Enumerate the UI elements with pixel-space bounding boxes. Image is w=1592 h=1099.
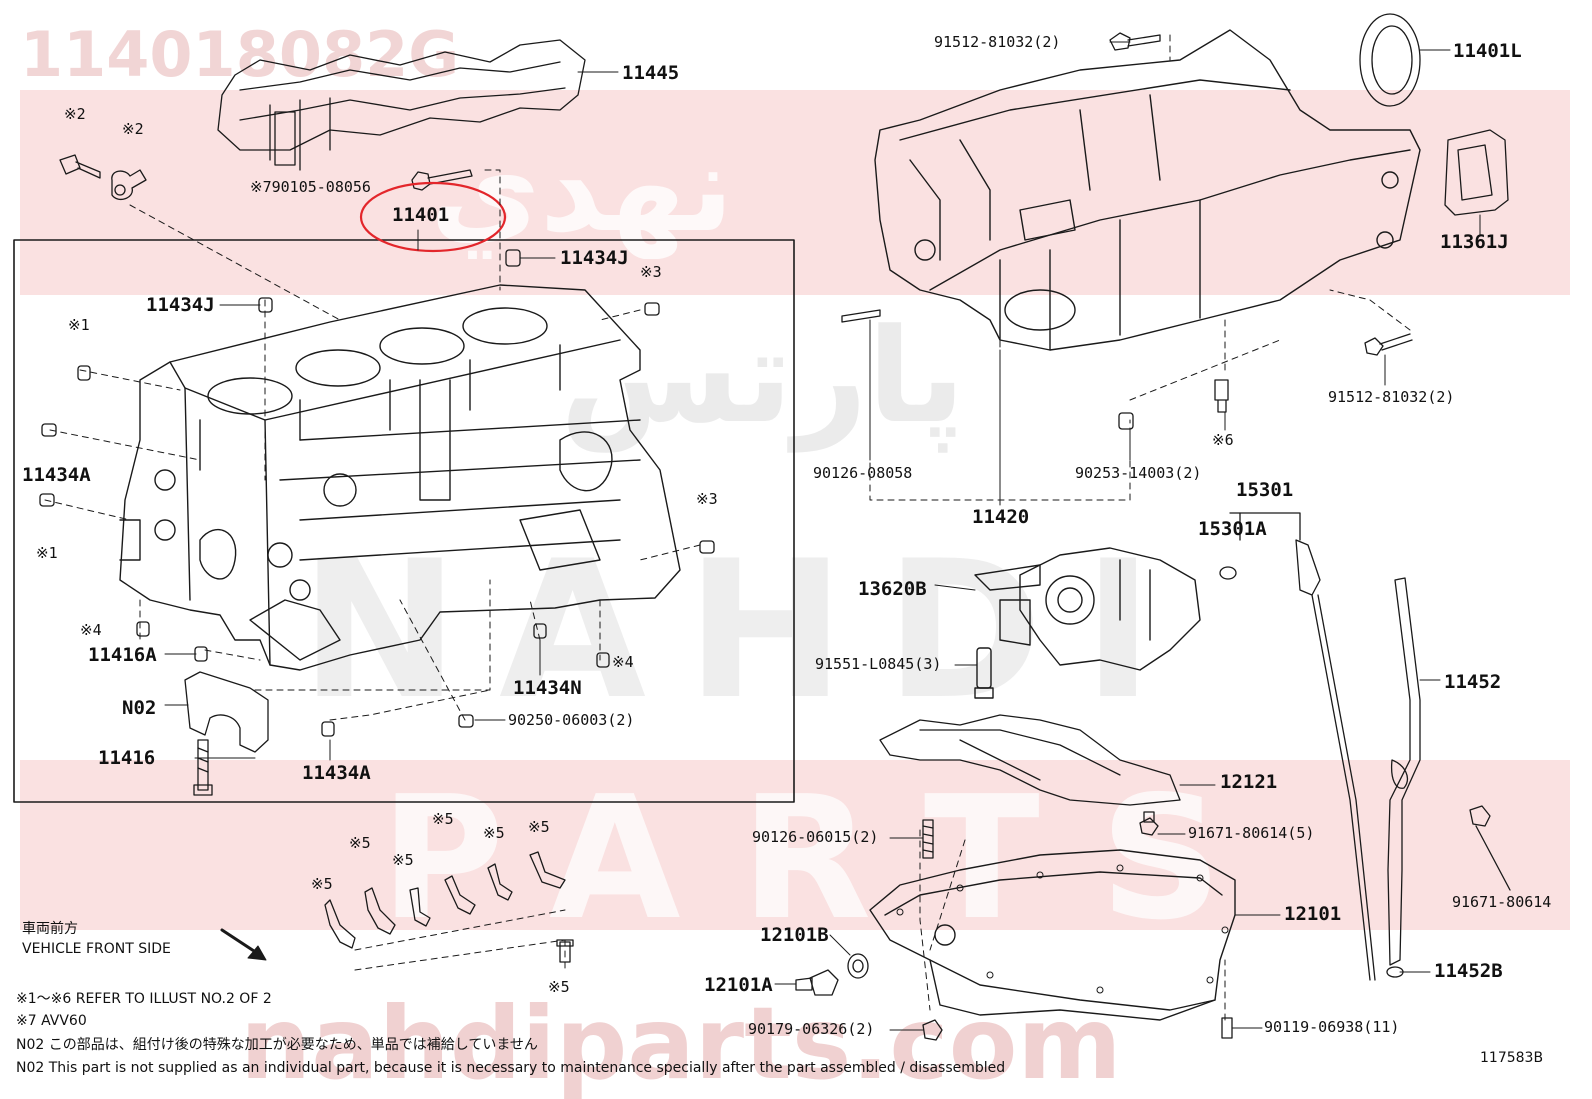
insulator-11445-drawing bbox=[217, 39, 586, 171]
label-11452b[interactable]: 11452B bbox=[1434, 960, 1503, 982]
label-15301a[interactable]: 15301A bbox=[1198, 518, 1267, 540]
baffle-plate-drawing bbox=[879, 714, 1181, 806]
bolt-91671-b-drawing bbox=[1469, 805, 1511, 891]
label-11434j-right[interactable]: 11434J bbox=[560, 247, 629, 269]
label-91512-top[interactable]: 91512-81032(2) bbox=[934, 33, 1061, 51]
label-90126-08058[interactable]: 90126-08058 bbox=[813, 464, 913, 482]
watermark-latin-line1: NAHDI bbox=[300, 520, 1194, 741]
drain-plug-drawing bbox=[795, 953, 869, 996]
label-90179[interactable]: 90179-06326(2) bbox=[748, 1020, 875, 1038]
label-90126-06015[interactable]: 90126-06015(2) bbox=[752, 828, 879, 846]
label-15301[interactable]: 15301 bbox=[1236, 479, 1294, 501]
mark-5-b: ※5 bbox=[349, 834, 371, 852]
stud-90126-06015-drawing bbox=[922, 819, 934, 859]
bottom-bolts-drawing bbox=[556, 939, 1233, 1041]
note-refer: ※1～※6 REFER TO ILLUST NO.2 OF 2 bbox=[16, 991, 272, 1007]
label-13620b[interactable]: 13620B bbox=[858, 578, 927, 600]
bolts-upper-pan-drawing bbox=[841, 32, 1413, 430]
label-790105[interactable]: ※790105-08056 bbox=[250, 178, 371, 196]
watermark-part-number: 114018082G bbox=[20, 18, 460, 91]
highlight-circle-11401 bbox=[359, 181, 507, 253]
mark-5-g: ※5 bbox=[548, 978, 570, 996]
label-11445[interactable]: 11445 bbox=[622, 62, 680, 84]
label-11416[interactable]: 11416 bbox=[98, 747, 156, 769]
mark-5-a: ※5 bbox=[311, 875, 333, 893]
label-91671-80614[interactable]: 91671-80614 bbox=[1452, 893, 1552, 911]
front-arrow-drawing bbox=[220, 928, 267, 961]
dipstick-guide-drawing bbox=[1386, 577, 1421, 978]
label-11361j[interactable]: 11361J bbox=[1440, 231, 1509, 253]
watermark-latin-line2: PARTS bbox=[380, 760, 1283, 958]
note-avv60: ※7 AVV60 bbox=[16, 1013, 87, 1029]
bolt-91671-a-drawing bbox=[1139, 811, 1159, 836]
mark-5-c: ※5 bbox=[392, 851, 414, 869]
bolt-top-left-drawing bbox=[59, 154, 147, 201]
oil-jet-nozzles-drawing bbox=[324, 851, 566, 949]
mark-2-left: ※2 bbox=[64, 105, 86, 123]
bearing-cap-drawing bbox=[184, 671, 269, 796]
label-n02[interactable]: N02 bbox=[122, 697, 157, 719]
front-side-ja: 車両前方 bbox=[22, 921, 78, 937]
watermark-arabic-line1: نهدي bbox=[430, 120, 734, 259]
label-12101a[interactable]: 12101A bbox=[704, 974, 773, 996]
oil-pan-lower-drawing bbox=[869, 849, 1236, 1021]
label-11420[interactable]: 11420 bbox=[972, 506, 1030, 528]
mark-5-e: ※5 bbox=[483, 824, 505, 842]
label-90119[interactable]: 90119-06938(11) bbox=[1264, 1018, 1400, 1036]
dipstick-drawing bbox=[1219, 512, 1376, 981]
gasket-11361j-drawing bbox=[1444, 129, 1509, 216]
label-90253[interactable]: 90253-14003(2) bbox=[1075, 464, 1202, 482]
mark-4-right: ※4 bbox=[612, 653, 634, 671]
label-11434a-bottom[interactable]: 11434A bbox=[302, 762, 371, 784]
mark-1-bottom: ※1 bbox=[36, 544, 58, 562]
label-90250[interactable]: 90250-06003(2) bbox=[508, 711, 635, 729]
mark-6: ※6 bbox=[1212, 431, 1234, 449]
watermark-band-bottom bbox=[20, 760, 1570, 930]
label-12121[interactable]: 12121 bbox=[1220, 771, 1278, 793]
mark-1-top: ※1 bbox=[68, 316, 90, 334]
front-side-en: VEHICLE FRONT SIDE bbox=[22, 941, 171, 957]
mark-3-top: ※3 bbox=[640, 263, 662, 281]
label-12101b[interactable]: 12101B bbox=[760, 924, 829, 946]
label-11401[interactable]: 11401 bbox=[392, 204, 450, 226]
label-11452[interactable]: 11452 bbox=[1444, 671, 1502, 693]
mark-5-f: ※5 bbox=[528, 818, 550, 836]
note-n02-en: N02 This part is not supplied as an indi… bbox=[16, 1060, 1006, 1076]
watermark-band-top bbox=[20, 90, 1570, 295]
mark-3-right: ※3 bbox=[696, 490, 718, 508]
label-11401l[interactable]: 11401L bbox=[1453, 40, 1522, 62]
cylinder-block-drawing bbox=[119, 284, 681, 671]
label-91671-80614-5[interactable]: 91671-80614(5) bbox=[1188, 824, 1315, 842]
label-91551[interactable]: 91551-L0845(3) bbox=[815, 655, 942, 673]
oil-pan-upper-drawing bbox=[874, 29, 1421, 351]
mark-5-d: ※5 bbox=[432, 810, 454, 828]
mark-2-right: ※2 bbox=[122, 120, 144, 138]
illustration-id: 117583B bbox=[1480, 1050, 1544, 1066]
label-11416a[interactable]: 11416A bbox=[88, 644, 157, 666]
note-n02-ja: N02 この部品は、組付け後の特殊な加工が必要なため、単品では補給していません bbox=[16, 1037, 538, 1053]
label-12101[interactable]: 12101 bbox=[1284, 903, 1342, 925]
block-group-frame bbox=[13, 239, 795, 803]
mark-4-left: ※4 bbox=[80, 621, 102, 639]
label-11434j-left[interactable]: 11434J bbox=[146, 294, 215, 316]
label-11434n[interactable]: 11434N bbox=[513, 677, 582, 699]
watermark-url: nahdiparts.com bbox=[240, 985, 1122, 1099]
oil-pump-drawing bbox=[974, 547, 1201, 699]
label-11434a-left[interactable]: 11434A bbox=[22, 464, 91, 486]
label-91512-right[interactable]: 91512-81032(2) bbox=[1328, 388, 1455, 406]
oil-seal-drawing bbox=[1359, 13, 1421, 107]
